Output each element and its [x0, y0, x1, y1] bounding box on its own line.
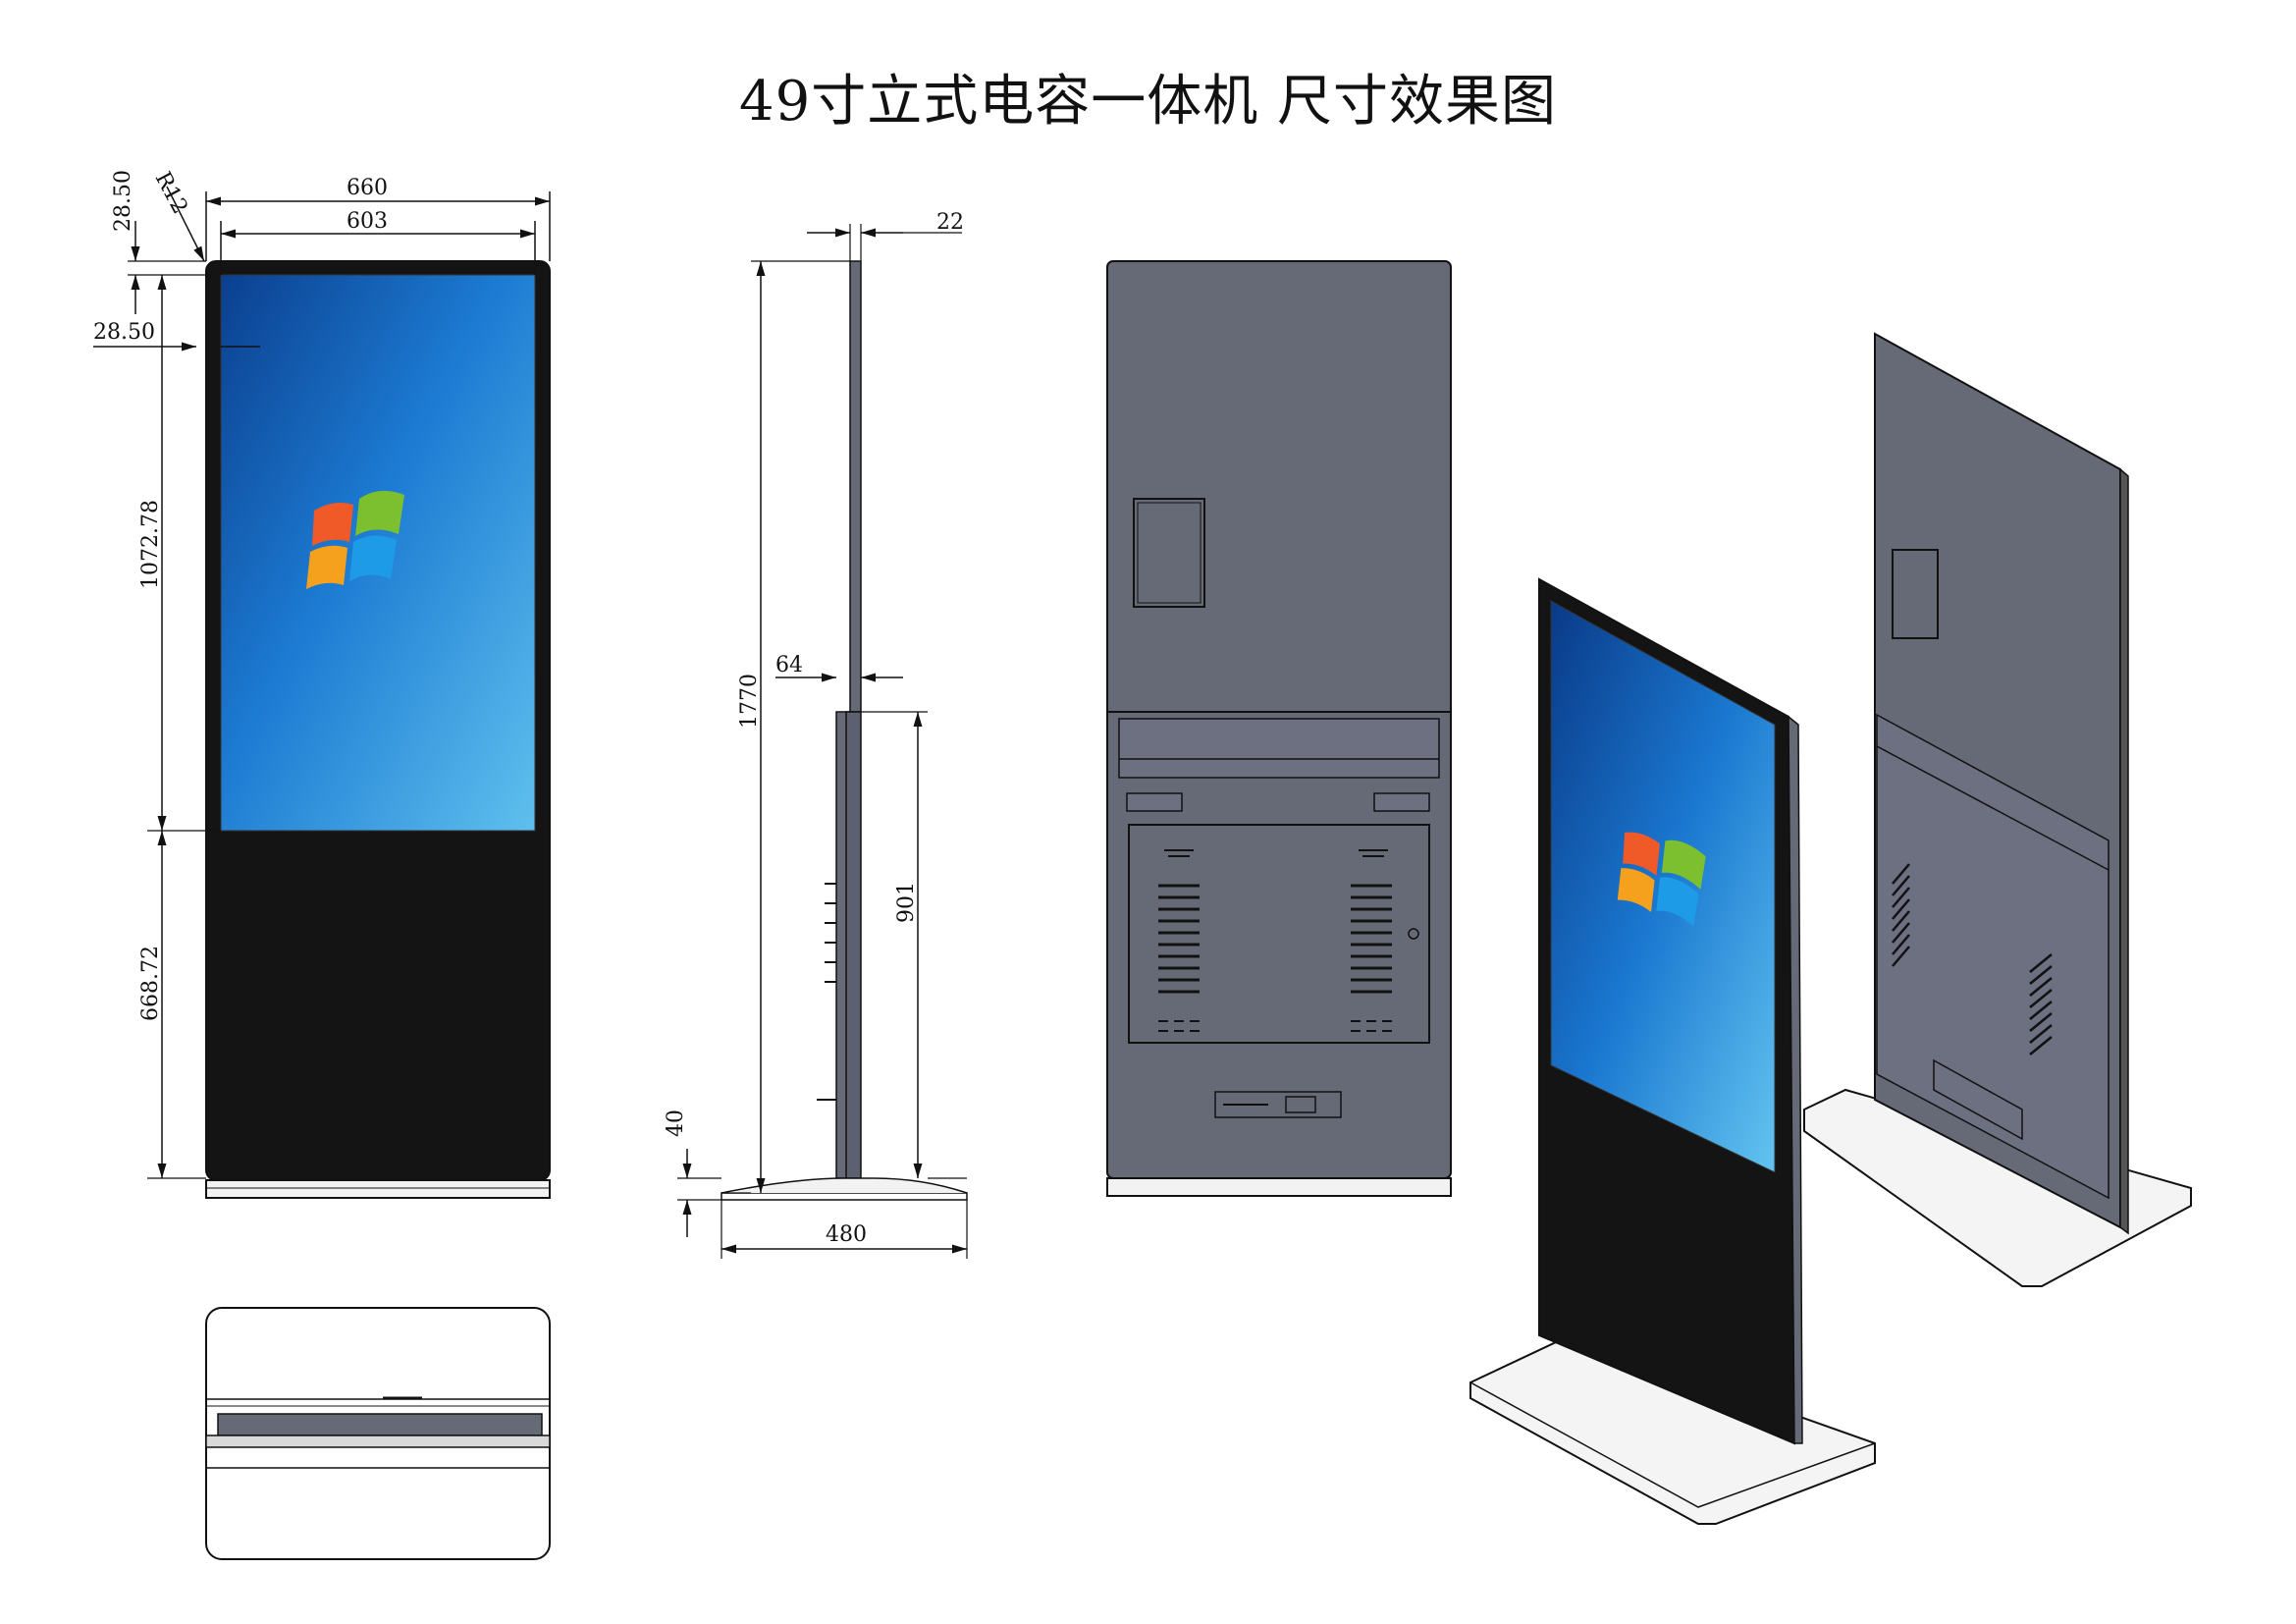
dim-1072: 1072.78 — [138, 500, 163, 589]
dim-901: 901 — [894, 882, 919, 923]
dim-603: 603 — [347, 209, 388, 234]
dim-r12: R12 — [150, 168, 192, 218]
dim-1770: 1770 — [737, 674, 762, 729]
dim-480: 480 — [826, 1222, 867, 1247]
side-view: 22 64 1770 901 40 480 — [664, 210, 968, 1259]
top-view — [205, 1307, 551, 1560]
perspective-back-view — [1803, 332, 2192, 1287]
dim-660: 660 — [347, 176, 388, 200]
dim-side-margin: 28.50 — [93, 320, 155, 345]
back-view — [1106, 260, 1452, 1197]
dim-40: 40 — [664, 1110, 688, 1137]
perspective-front-view — [1469, 577, 1876, 1525]
dim-22: 22 — [936, 210, 964, 235]
front-base — [205, 1179, 551, 1199]
dim-top-margin: 28.50 — [111, 170, 135, 232]
dim-64: 64 — [775, 653, 803, 677]
front-view: 660 603 R12 28.50 28.50 1072.78 668.72 — [93, 168, 551, 1199]
dim-668: 668.72 — [138, 946, 163, 1021]
drawing-title: 49寸立式电容一体机 尺寸效果图 — [738, 70, 1558, 134]
